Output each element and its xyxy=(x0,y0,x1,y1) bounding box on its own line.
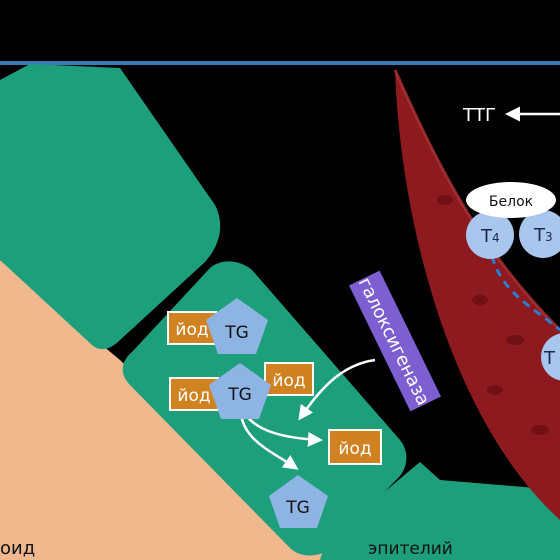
protein-label: Белок xyxy=(489,194,533,210)
top-bar xyxy=(0,61,560,65)
svg-text:Т3: Т3 xyxy=(533,225,553,246)
epithelial-cell-bottom xyxy=(320,462,560,560)
enzyme-arrow xyxy=(298,358,376,421)
tg-label: TG xyxy=(227,385,252,405)
tg-molecule-1: TG xyxy=(206,298,268,354)
t4-subscript: 4 xyxy=(492,231,500,245)
epithelium-label: эпителий xyxy=(368,539,453,559)
t-edge-circle xyxy=(541,333,560,381)
t3-subscript: 3 xyxy=(545,230,553,244)
protein-ellipse xyxy=(466,182,556,218)
t4-label: Т xyxy=(480,226,493,247)
tg-label: TG xyxy=(224,323,249,343)
colloid-label: оид xyxy=(0,538,35,559)
iodine-box-3: йод xyxy=(264,362,314,396)
iodine-label: йод xyxy=(272,371,305,391)
t-edge-label: Т xyxy=(543,348,556,369)
dashed-transport-path xyxy=(490,255,560,332)
t4-circle xyxy=(466,211,514,259)
iodine-box-2: йод xyxy=(169,377,219,411)
svg-text:Т4: Т4 xyxy=(480,226,500,247)
t3-circle xyxy=(519,210,560,258)
iodine-box-4: йод xyxy=(328,429,382,465)
epithelial-cell-top xyxy=(0,64,221,350)
iodine-label: йод xyxy=(177,386,210,406)
iodine-label: йод xyxy=(338,439,371,459)
iodine-box-1: йод xyxy=(167,311,217,345)
iodine-label: йод xyxy=(175,320,208,340)
hormone-complex: Т4 Т3 Белок xyxy=(466,182,560,259)
tg-molecule-2: TG xyxy=(209,363,271,419)
ttg-label: ТТГ xyxy=(462,105,496,126)
tg-label: TG xyxy=(285,498,310,518)
tg-molecule-3: TG xyxy=(269,475,328,528)
t3-label: Т xyxy=(533,225,546,246)
